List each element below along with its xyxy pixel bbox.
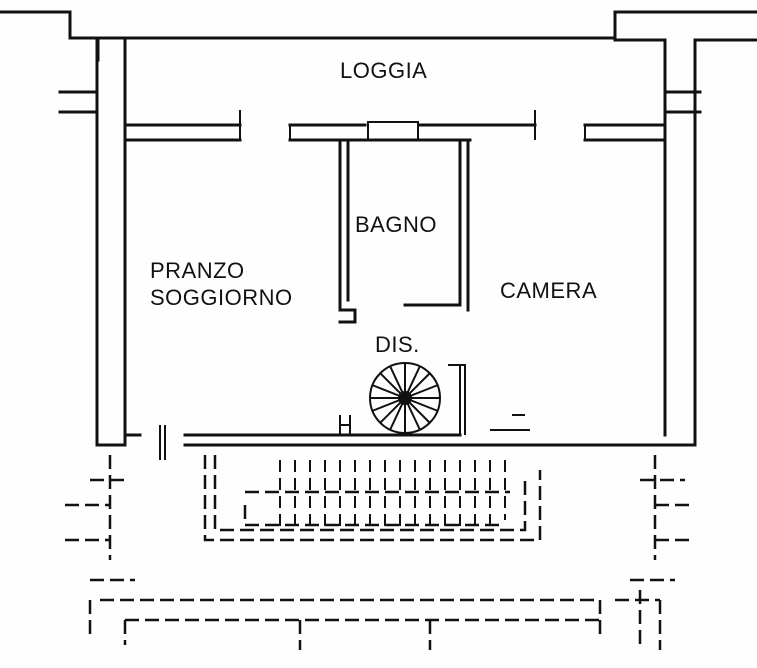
bathroom-walls xyxy=(338,138,470,324)
room-label-loggia: LOGGIA xyxy=(340,58,427,83)
room-label-soggiorno: SOGGIORNO xyxy=(150,285,293,310)
external-stairs xyxy=(203,455,542,542)
room-label-pranzo: PRANZO xyxy=(150,258,245,283)
bottom-wall xyxy=(159,364,662,460)
spiral-staircase-icon xyxy=(369,362,441,434)
room-label-camera: CAMERA xyxy=(500,278,597,303)
room-label-bagno: BAGNO xyxy=(355,212,437,237)
room-label-dis: DIS. xyxy=(375,332,420,357)
loggia-wall xyxy=(123,110,667,142)
exterior-dashed-lines xyxy=(65,455,690,650)
exterior-walls xyxy=(0,10,757,447)
